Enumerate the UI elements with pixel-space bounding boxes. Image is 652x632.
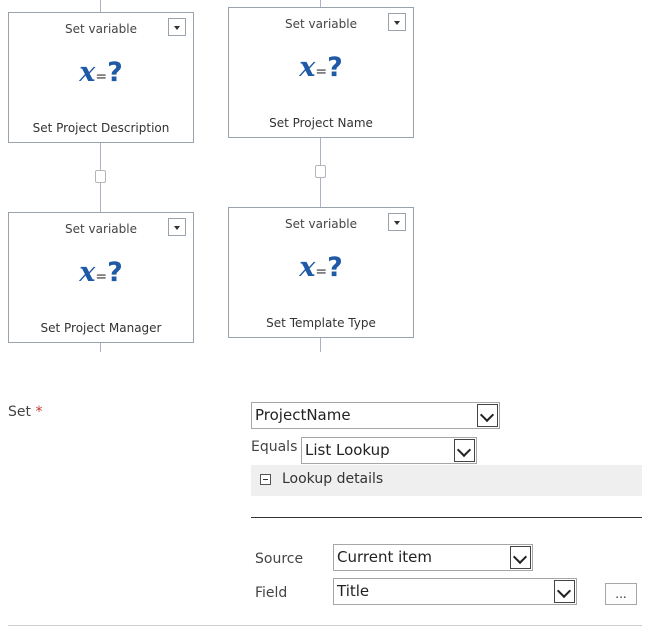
caret-down-icon[interactable] bbox=[168, 218, 186, 236]
action-card-set-template-type[interactable]: Set variable x=? Set Template Type bbox=[228, 207, 414, 338]
equals-glyph: = bbox=[95, 269, 108, 285]
action-type-label: Set variable bbox=[285, 217, 357, 231]
connector-line bbox=[320, 0, 321, 8]
set-variable-icon: x=? bbox=[229, 52, 413, 88]
caret-down-icon[interactable] bbox=[168, 18, 186, 36]
source-select-value: Current item bbox=[337, 548, 432, 566]
field-select-value: Title bbox=[337, 582, 370, 600]
action-title: Set Project Name bbox=[269, 116, 373, 130]
lookup-details-label: Lookup details bbox=[282, 471, 384, 487]
set-variable-icon: x=? bbox=[9, 57, 193, 93]
chevron-down-icon[interactable] bbox=[477, 404, 498, 427]
caret-down-icon[interactable] bbox=[388, 213, 406, 231]
equals-glyph: = bbox=[95, 69, 108, 85]
set-field-label: Set * bbox=[8, 404, 42, 420]
lookup-details-header[interactable]: Lookup details bbox=[251, 465, 642, 496]
variable-select-value: ProjectName bbox=[255, 406, 351, 424]
equals-glyph: = bbox=[315, 264, 328, 280]
equals-select-value: List Lookup bbox=[305, 441, 390, 459]
question-glyph: ? bbox=[107, 257, 123, 288]
question-glyph: ? bbox=[107, 57, 123, 88]
action-type-label: Set variable bbox=[65, 222, 137, 236]
equals-glyph: = bbox=[315, 64, 328, 80]
chevron-down-icon[interactable] bbox=[454, 439, 475, 462]
set-variable-icon: x=? bbox=[9, 257, 193, 293]
action-title: Set Template Type bbox=[266, 316, 376, 330]
connector-line bbox=[100, 0, 101, 12]
footer-divider bbox=[8, 625, 642, 626]
set-label-text: Set bbox=[8, 404, 31, 420]
field-label: Field bbox=[255, 585, 288, 601]
field-select[interactable]: Title bbox=[333, 578, 577, 605]
question-glyph: ? bbox=[327, 52, 343, 83]
variable-x-glyph: x bbox=[79, 57, 96, 88]
connector-line bbox=[320, 337, 321, 352]
action-title: Set Project Description bbox=[32, 121, 170, 135]
action-type-label: Set variable bbox=[285, 17, 357, 31]
source-label: Source bbox=[255, 551, 304, 567]
connector-handle-icon[interactable] bbox=[95, 170, 106, 183]
variable-x-glyph: x bbox=[299, 252, 316, 283]
set-variable-icon: x=? bbox=[229, 252, 413, 288]
collapse-minus-icon[interactable] bbox=[260, 474, 271, 485]
chevron-down-icon[interactable] bbox=[554, 580, 575, 603]
section-divider bbox=[251, 517, 642, 518]
action-card-set-project-description[interactable]: Set variable x=? Set Project Description bbox=[8, 12, 194, 143]
action-type-label: Set variable bbox=[65, 22, 137, 36]
source-select[interactable]: Current item bbox=[333, 544, 533, 571]
action-card-set-project-manager[interactable]: Set variable x=? Set Project Manager bbox=[8, 212, 194, 343]
question-glyph: ? bbox=[327, 252, 343, 283]
variable-x-glyph: x bbox=[79, 257, 96, 288]
action-title: Set Project Manager bbox=[40, 321, 162, 335]
connector-handle-icon[interactable] bbox=[315, 165, 326, 178]
field-browse-button[interactable]: ... bbox=[605, 583, 637, 605]
caret-down-icon[interactable] bbox=[388, 13, 406, 31]
required-marker: * bbox=[35, 404, 43, 420]
action-card-set-project-name[interactable]: Set variable x=? Set Project Name bbox=[228, 7, 414, 138]
equals-select[interactable]: List Lookup bbox=[301, 437, 477, 464]
equals-label: Equals bbox=[251, 439, 298, 455]
chevron-down-icon[interactable] bbox=[510, 546, 531, 569]
connector-line bbox=[100, 342, 101, 352]
variable-x-glyph: x bbox=[299, 52, 316, 83]
variable-select[interactable]: ProjectName bbox=[251, 402, 500, 429]
